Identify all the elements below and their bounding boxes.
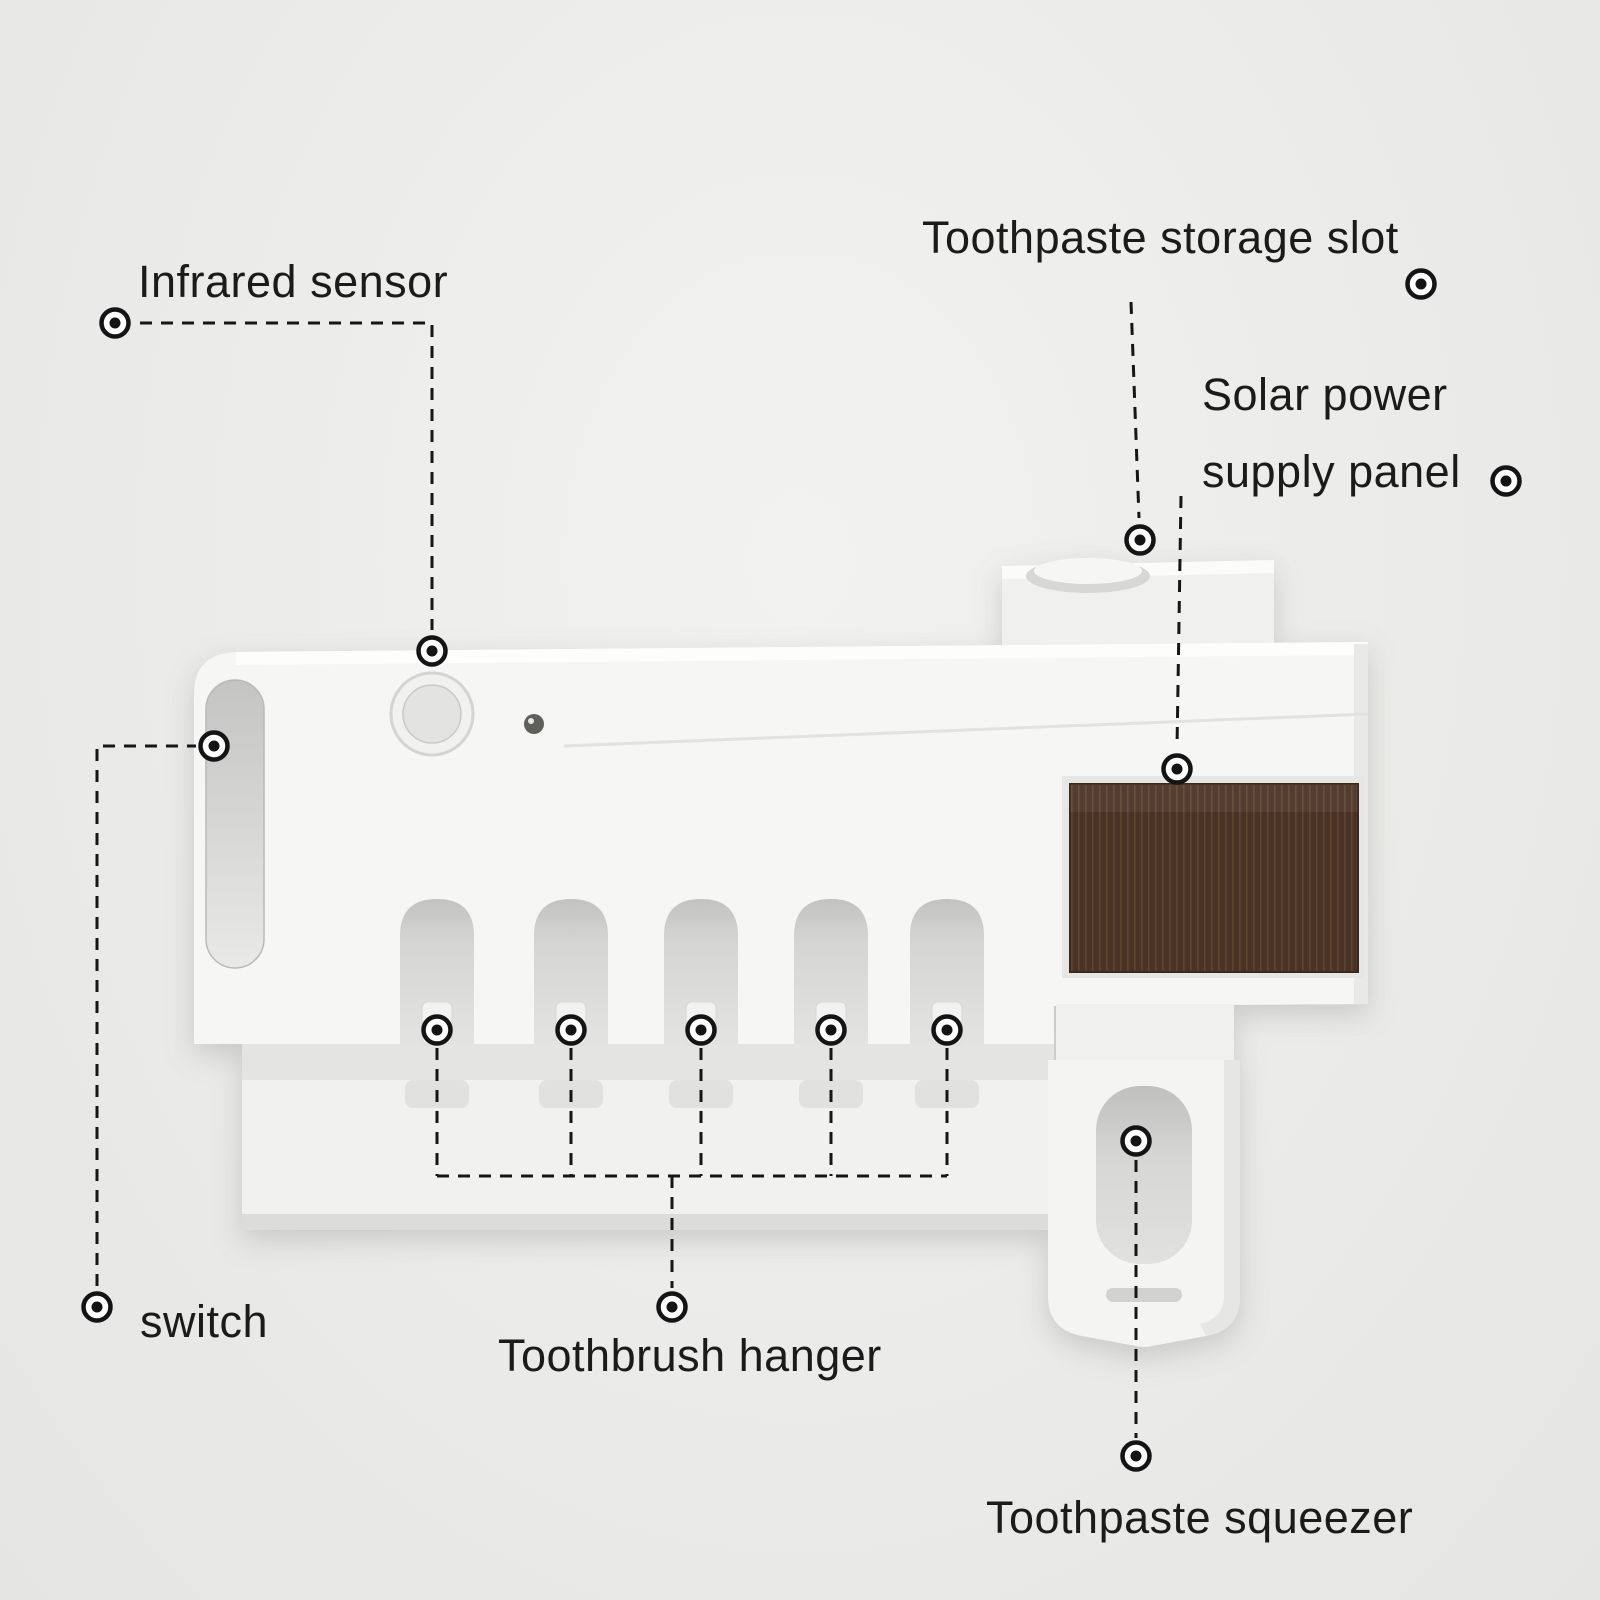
target-marker-icon [1164, 756, 1191, 783]
label-toothpaste-storage-slot: Toothpaste storage slot [922, 212, 1399, 263]
target-marker-icon [419, 638, 446, 665]
device-top-bevel [236, 642, 1368, 665]
bottom-shelf [242, 1044, 1054, 1230]
target-marker-icon [424, 1017, 451, 1044]
target-marker-icon [818, 1017, 845, 1044]
target-marker-icon [659, 1294, 686, 1321]
indicator-dot [524, 714, 544, 734]
toothbrush-slot [664, 899, 738, 1044]
target-marker-icon [934, 1017, 961, 1044]
target-marker-icon [84, 1294, 111, 1321]
target-marker-icon [1408, 271, 1435, 298]
target-marker-icon [102, 310, 129, 337]
label-infrared-sensor: Infrared sensor [138, 256, 449, 307]
label-toothbrush-hanger: Toothbrush hanger [498, 1330, 882, 1381]
label-switch: switch [140, 1296, 269, 1347]
switch-slot [205, 679, 265, 969]
label-solar-power-supply-panel: Solar power supply panel [1202, 356, 1461, 510]
target-marker-icon [1493, 468, 1520, 495]
toothbrush-slot [910, 899, 984, 1044]
leader-line-solar [1175, 495, 1183, 749]
toothbrush-slot [534, 899, 608, 1044]
toothpaste-squeezer [1048, 1004, 1240, 1347]
target-marker-icon [1123, 1443, 1150, 1470]
label-solar-line1: Solar power [1202, 369, 1448, 420]
leader-line-switch [95, 744, 196, 1286]
toothbrush-slot [794, 899, 868, 1044]
leader-line-storage [1129, 301, 1141, 519]
toothbrush-slot [400, 899, 474, 1044]
device-seam [563, 712, 1369, 748]
solar-panel [1062, 776, 1364, 978]
target-marker-icon [558, 1017, 585, 1044]
target-marker-icon [1123, 1128, 1150, 1155]
label-toothpaste-squeezer: Toothpaste squeezer [986, 1492, 1414, 1543]
target-marker-icon [688, 1017, 715, 1044]
target-marker-icon [1127, 527, 1154, 554]
target-marker-icon [201, 733, 228, 760]
toothbrush-slots [400, 899, 984, 1045]
label-solar-line2: supply panel [1202, 446, 1461, 497]
infrared-sensor-lens [389, 671, 475, 757]
leader-line-infrared [140, 321, 434, 630]
